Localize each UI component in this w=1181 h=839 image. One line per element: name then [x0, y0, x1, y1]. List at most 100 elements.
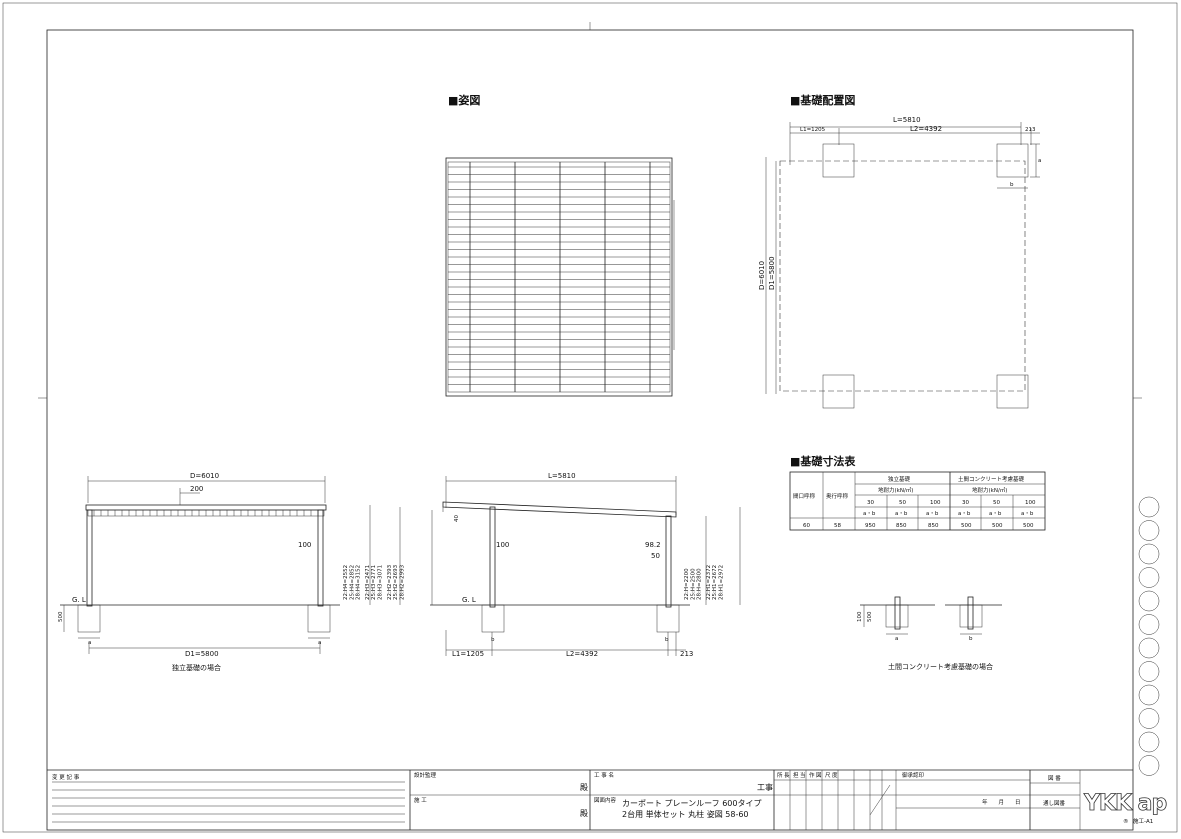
side-elevation: L=5810 40 100 98.2 50 G. L b b L1=1205 L… [343, 472, 741, 658]
height-label-front: 22:H2=2393 [387, 564, 393, 600]
front-gl: G. L [72, 596, 86, 604]
table-bearing-1: 地耐力(kN/㎡) [878, 486, 913, 494]
side-gl: G. L [462, 596, 476, 604]
side-dim-98: 98.2 [645, 541, 661, 549]
tb-col-label: 当 [800, 771, 806, 779]
heading-foundation-layout: ■基礎配置図 [790, 93, 855, 107]
table-ab: a・b [989, 511, 1002, 517]
table-row-cell: 850 [896, 523, 907, 529]
plan-dim-213: 213 [1025, 127, 1036, 133]
plan-dim-a: a [1038, 158, 1041, 164]
table-group-concrete: 土間コンクリート考慮基礎 [958, 475, 1025, 483]
detail-dim-b: b [969, 636, 973, 642]
heading-elevation: ■姿図 [448, 93, 480, 107]
table-group-independent: 独立基礎 [888, 475, 911, 483]
front-dim-100: 100 [298, 541, 311, 549]
footing-tl [822, 143, 855, 178]
table-row-cell: 850 [928, 523, 939, 529]
height-label-front: 28:H2=2993 [399, 564, 405, 600]
side-dim-L1: L1=1205 [452, 650, 484, 658]
tb-col-label: 図 [816, 772, 822, 779]
tb-honorific-2: 殿 [580, 809, 588, 818]
table-bearing-2: 地耐力(kN/㎡) [972, 486, 1007, 494]
table-ab: a・b [958, 511, 971, 517]
height-label-rear: 28:H=2800 [697, 568, 703, 600]
foundation-table: 間口呼称 奥行呼称 独立基礎 土間コンクリート考慮基礎 地耐力(kN/㎡) 地耐… [789, 471, 1046, 531]
front-elevation: D=6010 200 100 G. L 500 a a D1=5800 独立基礎… [58, 472, 340, 672]
height-label-rear: 25:H1=2672 [712, 565, 718, 600]
tb-col-label: 長 [784, 772, 790, 779]
plan-dim-L2: L2=4392 [910, 125, 942, 133]
front-dim-200: 200 [190, 485, 203, 493]
table-bearing-value: 100 [930, 500, 941, 506]
side-dim-L2: L2=4392 [566, 650, 598, 658]
plan-dim-L1: L1=1205 [800, 127, 826, 133]
side-dim-b2: b [665, 637, 669, 643]
tb-col-label: 尺 [825, 772, 831, 779]
height-label-front: 28:H4=3152 [356, 565, 362, 600]
table-ab: a・b [926, 511, 939, 517]
tb-drawing-line2: 2台用 単体セット 丸柱 姿図 58-60 [622, 809, 749, 819]
caption-concrete: 土間コンクリート考慮基礎の場合 [888, 662, 993, 671]
tb-builder: 施 工 [414, 796, 427, 804]
foundation-layout-plan: L=5810 L1=1205 L2=4392 213 D=6010 D1=580… [758, 116, 1041, 409]
side-dim-213: 213 [680, 650, 693, 658]
tb-registered: ® [1123, 818, 1129, 825]
side-dim-50: 50 [651, 552, 660, 560]
table-row-cell: 950 [865, 523, 876, 529]
height-label-front: 25:H2=2693 [393, 564, 399, 600]
side-dim-40: 40 [454, 515, 460, 522]
revision-circles [1138, 496, 1160, 776]
height-label-front: 22:H3=2471 [365, 565, 371, 600]
table-bearing-value: 30 [962, 500, 969, 506]
tb-col-label: 担 [793, 771, 799, 779]
tb-project-label: 工 事 名 [594, 771, 614, 779]
side-dim-L: L=5810 [548, 472, 576, 480]
side-dim-b1: b [491, 637, 495, 643]
height-label-rear: 28:H1=2972 [719, 565, 725, 600]
table-row-cell: 500 [1023, 523, 1034, 529]
tb-col-label: 作 [809, 771, 815, 779]
table-bearing-value: 30 [867, 500, 874, 506]
heading-foundation-table: ■基礎寸法表 [790, 454, 856, 468]
table-row-cell: 58 [834, 523, 841, 529]
caption-independent: 独立基礎の場合 [172, 663, 221, 672]
footing-br [996, 374, 1029, 409]
roof-plan [445, 157, 675, 397]
table-ab: a・b [895, 511, 908, 517]
tb-col-label: 度 [832, 771, 838, 779]
tb-drawing-label: 図面内容 [594, 796, 617, 804]
height-label-rear: 22:H=2200 [684, 568, 690, 600]
tb-drawing-line1: カーポート プレーンルーフ 600タイプ [622, 799, 761, 808]
front-dim-D: D=6010 [190, 472, 219, 480]
front-dim-a2: a [318, 640, 321, 646]
tb-drawing-no: 図 番 [1048, 775, 1061, 782]
title-block: 変 更 記 事 設計監理 殿 施 工 殿 工 事 名 工事 図面内容 カーポート… [47, 769, 1168, 830]
front-dim-500: 500 [58, 611, 64, 622]
inner-frame [46, 29, 1134, 831]
table-row-cell: 500 [992, 523, 1003, 529]
height-label-front: 22:H4=2552 [343, 565, 349, 600]
tb-serial-no: 通し図番 [1043, 799, 1066, 807]
tb-date-text: 年 月 日 [982, 798, 1021, 806]
tb-sheet-code: 施工-A1 [1133, 817, 1153, 825]
table-ab: a・b [863, 511, 876, 517]
side-dim-100: 100 [496, 541, 509, 549]
plan-dim-D: D=6010 [758, 261, 766, 290]
height-label-rear: 25:H=2500 [690, 568, 696, 600]
plan-dim-b: b [1010, 182, 1014, 188]
footing-bl [822, 374, 855, 409]
tb-design-supervision: 設計監理 [414, 771, 437, 779]
table-ab: a・b [1021, 511, 1034, 517]
table-row-cell: 60 [803, 523, 810, 529]
plan-dim-L: L=5810 [893, 116, 921, 124]
plan-dim-D1: D1=5800 [768, 256, 776, 290]
detail-dim-a: a [895, 636, 898, 642]
height-label-front: 25:H4=2852 [349, 565, 355, 600]
tb-honorific-1: 殿 [580, 783, 588, 792]
tb-date-label: 御承認印 [902, 771, 925, 779]
front-dim-D1: D1=5800 [185, 650, 219, 658]
